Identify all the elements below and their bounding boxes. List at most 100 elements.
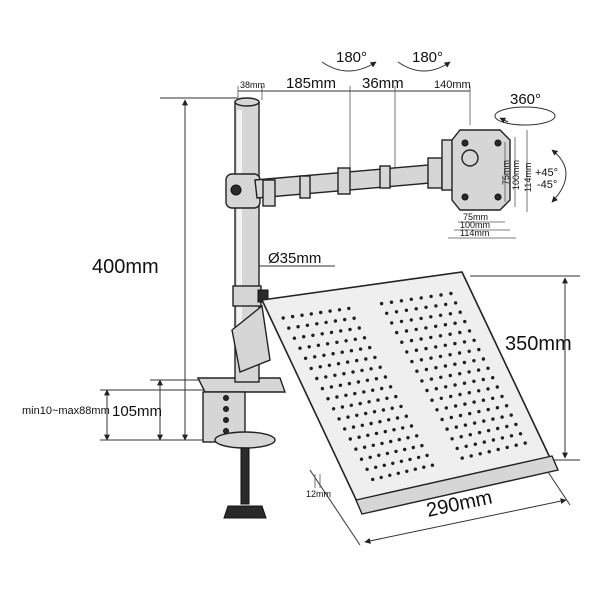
vent-hole xyxy=(478,452,482,456)
vent-hole xyxy=(496,447,500,452)
vent-hole xyxy=(495,406,500,410)
vent-hole xyxy=(322,353,326,357)
vent-hole xyxy=(316,343,321,347)
vent-hole xyxy=(419,358,424,362)
vent-hole xyxy=(409,338,414,343)
vent-hole xyxy=(403,447,407,452)
vent-hole xyxy=(369,421,373,426)
vent-hole xyxy=(410,359,414,364)
vent-hole xyxy=(477,430,482,435)
vent-hole xyxy=(429,335,433,340)
vent-hole xyxy=(472,359,476,363)
vent-hole xyxy=(430,398,434,402)
vent-hole xyxy=(472,338,476,342)
vent-hole xyxy=(448,353,452,357)
vent-hole xyxy=(360,368,364,373)
vent-hole xyxy=(464,444,468,448)
vent-hole xyxy=(364,411,368,416)
vent-hole xyxy=(399,459,404,463)
vent-hole xyxy=(477,389,481,393)
vent-hole xyxy=(355,413,359,417)
vent-hole xyxy=(298,346,302,350)
vent-hole xyxy=(473,442,477,446)
vent-hole xyxy=(305,323,310,327)
arm-seg1-label: 38mm xyxy=(240,80,265,90)
vent-hole xyxy=(374,377,379,381)
vent-hole xyxy=(342,372,346,376)
tray-vent-holes xyxy=(281,291,527,482)
vent-hole xyxy=(435,408,439,412)
vent-hole xyxy=(509,413,513,417)
vent-hole xyxy=(468,411,472,416)
arm-seg3-label: 36mm xyxy=(362,75,404,92)
vent-hole xyxy=(281,316,285,320)
vent-hole xyxy=(419,337,423,341)
vesa-v114-label: 114mm xyxy=(523,163,533,192)
vent-hole xyxy=(311,333,315,337)
vent-hole xyxy=(424,326,428,330)
vent-hole xyxy=(482,440,486,444)
vent-hole xyxy=(449,415,453,420)
vent-hole xyxy=(379,475,383,480)
vent-hole xyxy=(394,310,399,314)
vent-hole xyxy=(327,363,332,367)
vent-hole xyxy=(491,376,495,380)
vent-hole xyxy=(424,367,429,372)
vent-hole xyxy=(364,357,368,361)
vesa-v100-label: 100mm xyxy=(511,160,521,190)
vent-hole xyxy=(404,329,409,333)
vent-hole xyxy=(385,311,389,315)
vent-hole xyxy=(357,435,361,439)
vent-hole xyxy=(453,383,457,387)
vent-hole xyxy=(448,312,453,316)
vent-hole xyxy=(395,330,399,335)
vent-hole xyxy=(453,301,458,305)
vent-hole xyxy=(434,304,438,308)
vent-hole xyxy=(455,446,459,451)
vent-hole xyxy=(419,316,423,321)
vent-hole xyxy=(408,457,412,462)
vent-hole xyxy=(387,418,391,422)
vent-hole xyxy=(399,404,403,409)
height-label: 400mm xyxy=(92,256,159,278)
vent-hole xyxy=(333,373,337,377)
vent-hole xyxy=(404,414,408,418)
vent-hole xyxy=(460,456,464,460)
vent-hole xyxy=(486,407,490,412)
vent-hole xyxy=(290,314,295,319)
vent-hole xyxy=(368,455,372,459)
vent-hole xyxy=(453,321,457,325)
vent-hole xyxy=(434,387,438,391)
vent-hole xyxy=(429,356,433,360)
tilt-minus-label: -45° xyxy=(537,179,557,191)
vent-hole xyxy=(491,417,495,421)
vent-hole xyxy=(335,395,339,399)
vent-hole xyxy=(434,366,438,370)
vent-hole xyxy=(343,427,347,431)
vent-hole xyxy=(371,388,375,392)
vent-hole xyxy=(415,369,419,373)
vent-hole xyxy=(409,318,413,322)
vent-hole xyxy=(439,396,443,400)
vent-hole xyxy=(422,465,426,469)
vent-hole xyxy=(373,355,377,360)
vent-hole xyxy=(329,330,334,335)
dimension-lines xyxy=(100,86,580,546)
vent-hole xyxy=(335,340,339,344)
vent-hole xyxy=(340,405,345,409)
laptop-tray xyxy=(231,271,559,515)
vent-hole xyxy=(344,339,348,343)
vent-hole xyxy=(458,372,462,376)
vent-hole xyxy=(413,467,417,471)
vent-hole xyxy=(354,447,358,451)
vent-hole xyxy=(338,383,343,387)
vent-hole xyxy=(448,373,452,378)
vent-hole xyxy=(414,307,418,311)
vent-hole xyxy=(415,434,419,438)
vent-hole xyxy=(345,360,350,364)
vent-hole xyxy=(404,308,409,312)
vent-hole xyxy=(486,366,490,370)
vent-hole xyxy=(405,469,409,473)
vent-hole xyxy=(355,358,359,363)
vent-hole xyxy=(320,332,324,336)
